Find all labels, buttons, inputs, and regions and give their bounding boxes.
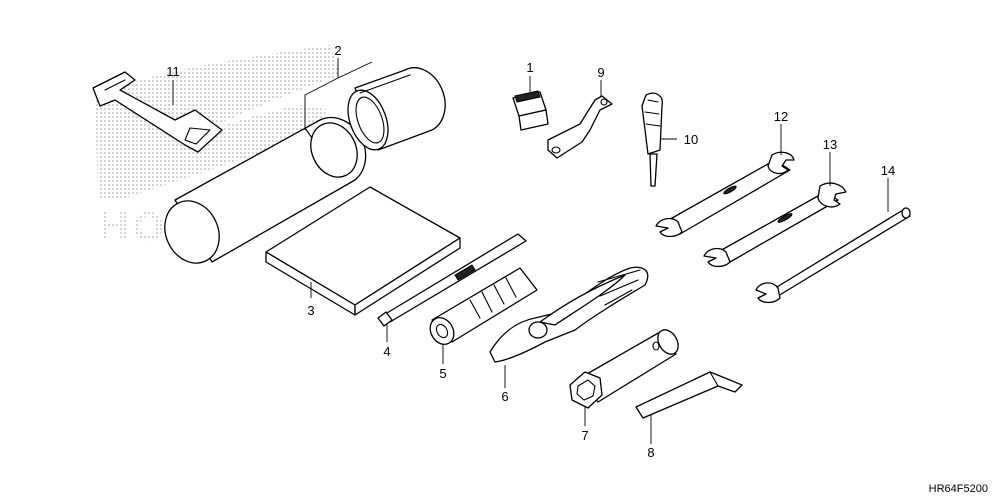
pliers-part-6[interactable] [489,266,649,363]
callout-13: 13 [823,137,837,152]
callout-5: 5 [439,366,446,381]
bracket-part-9[interactable] [547,95,613,159]
callout-9: 9 [597,65,604,80]
fuse-part-1[interactable] [512,90,549,131]
spark-plug-wrench-part-7[interactable] [569,326,682,409]
drawing-code: HR64F5200 [929,483,988,495]
small-screwdriver-part-10[interactable] [641,92,663,187]
callout-12: 12 [774,109,788,124]
screwdriver-handle-part-5[interactable] [425,267,538,349]
hex-key-part-8[interactable] [635,371,743,419]
screwdriver-bit-part-4[interactable] [377,233,527,327]
callout-14: 14 [881,163,895,178]
callout-1: 1 [526,60,533,75]
callout-7: 7 [581,428,588,443]
callout-6: 6 [501,389,508,404]
leader-lines [172,58,889,444]
handle-bar-part-14[interactable] [755,207,911,304]
owners-manual-part-3[interactable] [265,186,461,316]
callout-3: 3 [307,303,314,318]
callout-10: 10 [684,132,698,147]
strap-part-11[interactable] [92,71,223,153]
callout-11: 11 [166,64,180,79]
open-wrench-part-12[interactable] [655,151,795,238]
open-wrench-part-13[interactable] [703,182,847,268]
callout-4: 4 [383,344,390,359]
callout-labels: 11 2 3 4 5 6 7 8 1 9 10 12 13 14 [166,43,895,460]
callout-8: 8 [647,445,654,460]
tool-bag-part-2[interactable] [155,67,446,272]
callout-2: 2 [334,43,341,58]
